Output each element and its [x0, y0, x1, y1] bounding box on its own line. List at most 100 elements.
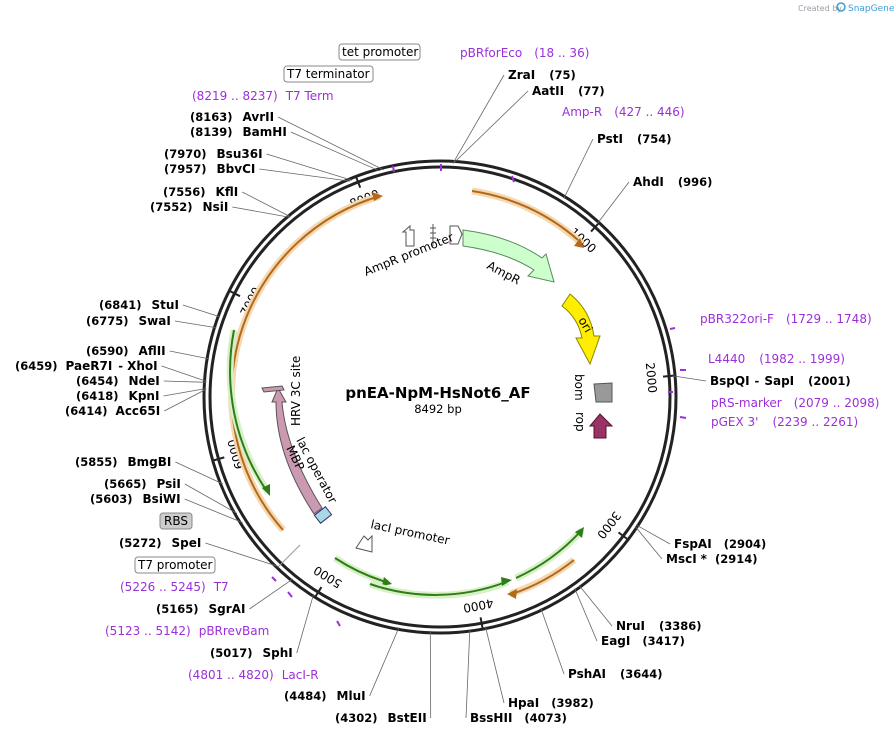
- leader-fspai: [635, 524, 671, 545]
- lac-operator-feature: [313, 506, 333, 524]
- leader-bsiwi: [184, 498, 243, 524]
- leader-bamhi: [290, 131, 380, 172]
- site-psii: (5665)PsiI: [104, 477, 181, 491]
- leader-avrii: [277, 116, 384, 171]
- rop-feature: [588, 413, 614, 439]
- leader-hpai: [485, 626, 505, 704]
- lacI-green-arc-3: [515, 531, 581, 579]
- t7-terminator-label: T7 terminator: [286, 67, 370, 81]
- site-msci: MscI*(2914): [666, 552, 757, 566]
- leader-bsu36i: [266, 153, 352, 181]
- leader-nrui: [578, 584, 613, 627]
- backbone-outer-strand: [202, 159, 678, 635]
- t7-promoter-mark: [277, 544, 301, 568]
- tet-promoter-label: tet promoter: [342, 45, 418, 59]
- site-bsshii: BssHII(4073): [470, 711, 567, 725]
- plasmid-name: pnEA-NpM-HsNot6_AF: [345, 384, 530, 402]
- site-kfli: (7556)KflI: [163, 185, 238, 199]
- site-bsiwi: (5603)BsiWI: [90, 492, 181, 506]
- ampr-small-arrow: [449, 225, 463, 245]
- primer-t7: (5226 .. 5245)T7: [120, 580, 229, 594]
- bom-label: bom: [572, 374, 586, 401]
- ampr-label: AmpR: [485, 258, 523, 287]
- left-orange-arc: [230, 195, 381, 531]
- leader-aflii: [169, 350, 210, 360]
- restriction-site-labels: ZraI(75) AatII(77) PstI(754) AhdI(996) B…: [15, 68, 851, 725]
- t7-terminator-box: [283, 65, 374, 83]
- t7-marker: [271, 576, 277, 582]
- leader-paer7i: [161, 365, 207, 382]
- pbr322ori-marker: [669, 327, 676, 330]
- brand-product: SnapGene: [848, 4, 895, 14]
- leader-sgrai: [249, 578, 294, 610]
- snapgene-logo-icon: [836, 2, 846, 12]
- lacI-green-arrowhead-2: [501, 577, 512, 586]
- leader-bsshii: [465, 629, 471, 719]
- site-nsii: (7552)NsiI: [150, 200, 228, 214]
- site-sgrai: (5165)SgrAI: [156, 602, 245, 616]
- rop-label: rop: [573, 412, 587, 432]
- tick-label-4000: 4000: [462, 596, 495, 615]
- leader-lines: [161, 74, 707, 719]
- site-bmgbi: (5855)BmgBI: [75, 455, 171, 469]
- primer-markers: [271, 164, 687, 627]
- left-orange-arrowhead: [372, 192, 383, 201]
- site-bspqi: BspQI-SapI(2001): [710, 374, 851, 388]
- laci-promoter-label: lacI promoter: [369, 517, 451, 547]
- leader-bspqi: [672, 375, 707, 382]
- lacI-green-arrowhead-1: [382, 577, 392, 586]
- pbrrevbam-marker: [287, 591, 293, 598]
- leader-kpni: [163, 388, 207, 397]
- primer-l4440: L4440(1982 .. 1999): [708, 352, 845, 366]
- leader-psii: [184, 483, 238, 514]
- leader-aatii: [453, 90, 529, 164]
- primer-pgex3: pGEX 3'(2239 .. 2261): [711, 415, 858, 429]
- boxed-feature-labels: tet promoter T7 terminator RBS T7 promot…: [134, 43, 421, 574]
- brand-prefix: Created by: [798, 4, 842, 13]
- leader-eagi: [574, 588, 598, 642]
- leader-stui: [182, 304, 221, 318]
- leader-zrai: [452, 74, 505, 164]
- laci-r-marker: [336, 620, 341, 627]
- primer-pbr322ori-f: pBR322ori-F(1729 .. 1748): [700, 312, 872, 326]
- tet-promoter-box: [338, 43, 421, 61]
- ampr-promoter-arrow: [401, 224, 415, 247]
- site-hpai: HpaI(3982): [508, 696, 594, 710]
- bom-feature: [593, 382, 613, 403]
- site-spei: (5272)SpeI: [119, 536, 201, 550]
- primer-laci-r: (4801 .. 4820)LacI-R: [188, 668, 319, 682]
- ampr-orf-arrowhead: [574, 238, 584, 248]
- ampr-orf-arc: [471, 190, 579, 241]
- tick-label-5000: 5000: [311, 563, 344, 591]
- features: [226, 187, 614, 599]
- t7-promoter-box: [134, 556, 216, 574]
- primer-pbrrevbam: (5123 .. 5142)pBRrevBam: [105, 624, 269, 638]
- leader-psti: [563, 138, 594, 199]
- mbp-feature: [271, 386, 323, 515]
- tick-mark-3000: [617, 531, 629, 541]
- leader-spei: [205, 542, 280, 568]
- tick-mark-7000: [228, 289, 241, 298]
- site-bbvci: (7957)BbvCI: [164, 162, 255, 176]
- site-acc65i: (6414)Acc65I: [65, 404, 160, 418]
- tick-mark-5000: [314, 586, 323, 598]
- ori-feature: [561, 293, 601, 366]
- lacI-green-halo-3: [514, 527, 585, 582]
- hrv-3c-label: HRV 3C site: [289, 356, 303, 426]
- tick-mark-2000: [662, 374, 676, 378]
- site-ahdi: AhdI(996): [633, 175, 712, 189]
- site-avrii: (8163)AvrII: [190, 110, 274, 124]
- leader-msci: [634, 526, 663, 560]
- leader-bmgbi: [175, 461, 223, 485]
- site-eagi: EagI(3417): [601, 634, 685, 648]
- site-ndei: (6454)NdeI: [76, 374, 160, 388]
- primer-pbrforeco: pBRforEco(18 .. 36): [460, 46, 589, 60]
- leader-ahdi: [596, 181, 630, 224]
- tet-promoter-marks: [430, 224, 436, 246]
- lower-right-orange-arrowhead: [507, 589, 517, 599]
- site-psti: PstI(754): [597, 132, 671, 146]
- lacI-green-arc-2: [369, 581, 507, 596]
- t7-promoter-label: T7 promoter: [137, 558, 213, 572]
- laci-promoter-arrow: [355, 534, 373, 553]
